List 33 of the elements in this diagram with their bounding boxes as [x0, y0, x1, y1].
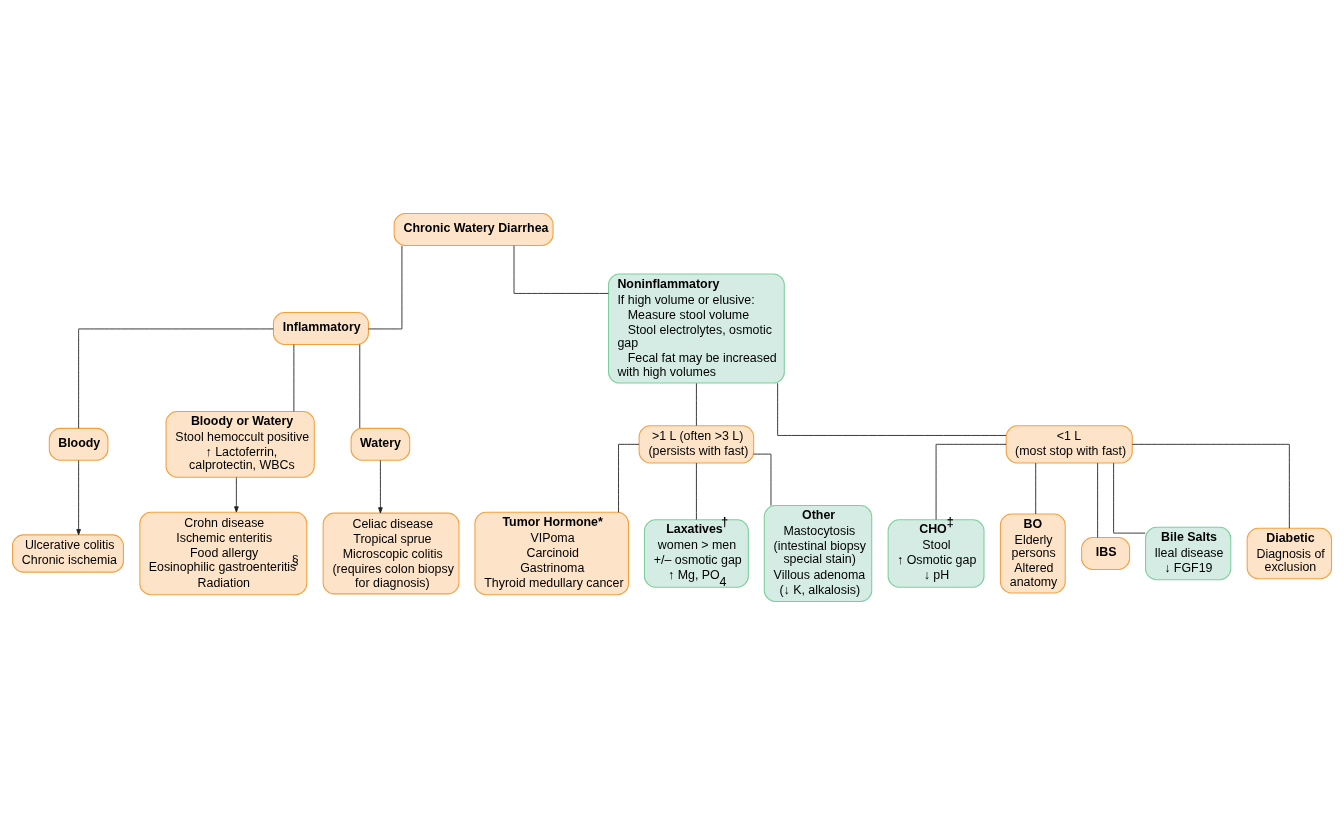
connector: [1131, 443, 1290, 529]
node-box: Celiac disease Tropical sprue Microscopic colitis (requires colon biopsy for diagnosis): [322, 512, 460, 594]
connector: [1035, 462, 1037, 514]
connector: [777, 382, 1007, 436]
arrow: [378, 459, 383, 513]
connector: [513, 244, 609, 294]
node-box: Noninflammatory If high volume or elusive: Measure stool volume Stool electrolytes, osmotic gap Fecal fat may be increased with high volumes: [608, 272, 785, 384]
connector: [1113, 462, 1146, 534]
connector: [78, 328, 274, 429]
node-box: Bloody or Watery Stool hemoccult positive ↑ Lactoferrin, calprotectin, WBCs: [165, 410, 315, 478]
connector: [695, 382, 697, 426]
node-box: <1 L (most stop with fast): [1005, 424, 1133, 463]
arrow: [234, 476, 239, 512]
node-box: BO Elderly persons Altered anatomy: [999, 513, 1066, 594]
node-box: Tumor Hormone* VIPoma Carcinoid Gastrinoma Thyroid medullary cancer: [474, 511, 630, 595]
node-box: >1 L (often >3 L) (persists with fast): [638, 424, 755, 463]
node-box: IBS: [1081, 536, 1131, 570]
node-box: Chronic Watery Diarrhea: [393, 212, 554, 246]
node-box: Ulcerative colitis Chronic ischemia: [11, 533, 124, 573]
arrow: [76, 459, 81, 535]
node-box: Bloody: [48, 427, 109, 461]
connector: [695, 462, 697, 520]
connector: [359, 343, 361, 428]
connector: [618, 443, 640, 513]
node-box: Other Mastocytosis (intestinal biopsy special stain) Villous adenoma (↓ K, alkalosis): [763, 504, 873, 602]
connector: [1097, 462, 1099, 538]
node-box: Bile Salts Ileal disease ↓ FGF19: [1145, 526, 1232, 580]
connector: [368, 245, 403, 329]
node-box: Watery: [350, 427, 411, 461]
node-box: Inflammatory: [272, 311, 369, 345]
connector: [935, 443, 1007, 520]
connector: [753, 453, 772, 506]
node-box: Diabetic Diagnosis of exclusion: [1246, 527, 1333, 579]
